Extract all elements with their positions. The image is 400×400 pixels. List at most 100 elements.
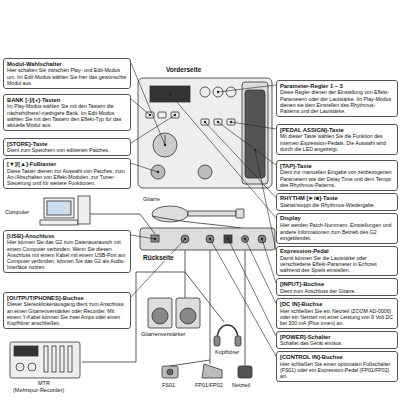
footswitch [162,366,178,378]
amplifier-part [176,298,200,328]
callout-text: Hier schließen Sie einen optionalen Fußs… [280,361,394,380]
leader-line [131,239,185,297]
callout-text: Diese Taster dienen zur Auswahl von Patc… [7,168,127,187]
callout-heading: [TAP]-Taste [280,163,394,170]
callout-heading: [▼]/[▲]-Fußtaster [7,161,127,168]
front-panel-part [151,165,165,179]
computer-part [40,220,78,225]
multitrack-recorder-part [60,346,64,372]
front-panel-part [138,78,272,188]
multitrack-recorder-part [14,346,38,356]
callout-heading: Expression-Pedal [280,248,394,255]
computer-part [47,201,71,215]
cables-part [245,250,246,366]
callout-heading: [PEDAL ASSIGN]-Taste [280,127,394,134]
callout-box: RHYTHM [►/■]-TasteStartet/stoppt die Rhy… [276,193,398,211]
front-panel-part [213,87,223,97]
multitrack-recorder-part [68,346,72,372]
leader-line [131,63,165,145]
callout-text: Hier werden Patch-Nummern, Einstellungen… [280,222,394,241]
callout-box: DisplayHier werden Patch-Nummern, Einste… [276,213,398,244]
callout-heading: Display [280,215,394,222]
headphones-part [214,336,220,346]
callout-text: Dient zur manuellen Eingabe von zeitbezo… [280,169,394,188]
callout-box: [OUTPUT/PHONES]-BuchseDieser Stereoklink… [3,292,131,329]
amplifier [148,298,200,328]
multitrack-recorder-part [10,342,80,378]
front-panel [138,78,272,188]
multitrack-recorder-part [52,346,56,372]
part-label: FP01/FP02 [194,382,224,388]
expression-pedal [202,364,222,378]
callout-box: Expression-PedalDamit können Sie die Lau… [276,246,398,277]
leader-line [131,99,150,115]
part-label: Rückseite [142,254,175,261]
leader-dot [157,171,159,173]
rear-panel [140,228,275,250]
leader-line [205,122,276,198]
multitrack-recorder-part [44,346,48,372]
callout-heading: [OUTPUT/PHONES]-Buchse [7,295,127,302]
front-panel-part [226,87,236,97]
front-panel-part [200,87,210,97]
part-label: FS01 [161,382,176,388]
part-label: Netzteil [231,382,251,388]
expression-pedal-part [202,364,222,378]
callout-heading: Modul-Wahlschalter [7,61,127,68]
leader-dot [184,238,186,240]
leader-dot [204,121,206,123]
leader-dot [169,93,171,95]
amplifier-part [152,308,168,324]
callout-heading: [STORE]-Taste [7,141,127,148]
callout-box: [DC IN]-BuchseHier schließen Sie ein Net… [276,298,398,329]
callout-heading: BANK [-]/[+]-Tasten [7,97,127,104]
callout-text: Dieser Stereoklinkenausgang dient zum An… [7,301,127,326]
callout-text: Damit können Sie die Lautstärke oder ver… [280,255,394,274]
computer-part [78,196,90,224]
ac-adapter-part [238,366,252,378]
computer [40,196,90,225]
callout-heading: [CONTROL IN]-Buchse [280,354,394,361]
callout-box: [USB]-AnschlussHier können Sie das G2 zu… [3,230,131,273]
leader-dot [154,238,156,240]
callout-text: Hier können Sie das G2 zum Datenaustausc… [7,239,127,270]
leader-line [245,239,276,303]
callout-box: Parameter-Regler 1 – 3Diese Regler diene… [276,80,398,117]
rear-panel-part [258,235,266,243]
leader-dot [254,149,256,151]
callout-box: [CONTROL IN]-BuchseHier schließen Sie ei… [276,351,398,382]
rear-panel-part [242,236,249,243]
computer-part [44,198,74,218]
footswitch-part [162,366,178,378]
part-label: Kopfhörer [214,349,240,355]
callout-heading: Parameter-Regler 1 – 3 [280,83,394,90]
leader-dot [209,238,211,240]
front-panel-part [158,112,166,118]
front-panel-part [201,119,209,125]
callout-box: Modul-WahlschalterHier schalten Sie zwis… [3,58,131,89]
callout-text: Startet/stoppt die Rhythmus-Wiedergabe. [280,202,394,208]
leader-line [262,239,276,283]
callout-text: Dient zum Anschluss der Gitarre. [280,288,394,294]
front-panel-part [227,119,235,125]
front-panel-part [198,165,212,179]
headphones-part [235,336,241,346]
callout-text: Schaltet das Gerät ein/aus. [280,340,394,346]
leader-dot [164,144,166,146]
callout-heading: [POWER]-Schalter [280,334,394,341]
part-label: Gitarrenverstärker [140,331,186,337]
leader-dot [174,114,176,116]
leader-line [218,85,276,92]
leader-line [231,122,276,129]
cables-part [210,360,211,364]
callout-heading: [USB]-Anschluss [7,233,127,240]
guitar-part [188,211,236,216]
callout-box: [INPUT]-BuchseDient zum Anschluss der Gi… [276,278,398,296]
amplifier-part [148,298,172,328]
leader-line [131,163,158,172]
leader-line [255,150,276,251]
callout-box: BANK [-]/[+]-TastenIm Play-Modus wählen … [3,94,131,131]
leader-dot [261,238,263,240]
leader-line [131,235,155,239]
multitrack-recorder [10,342,80,378]
